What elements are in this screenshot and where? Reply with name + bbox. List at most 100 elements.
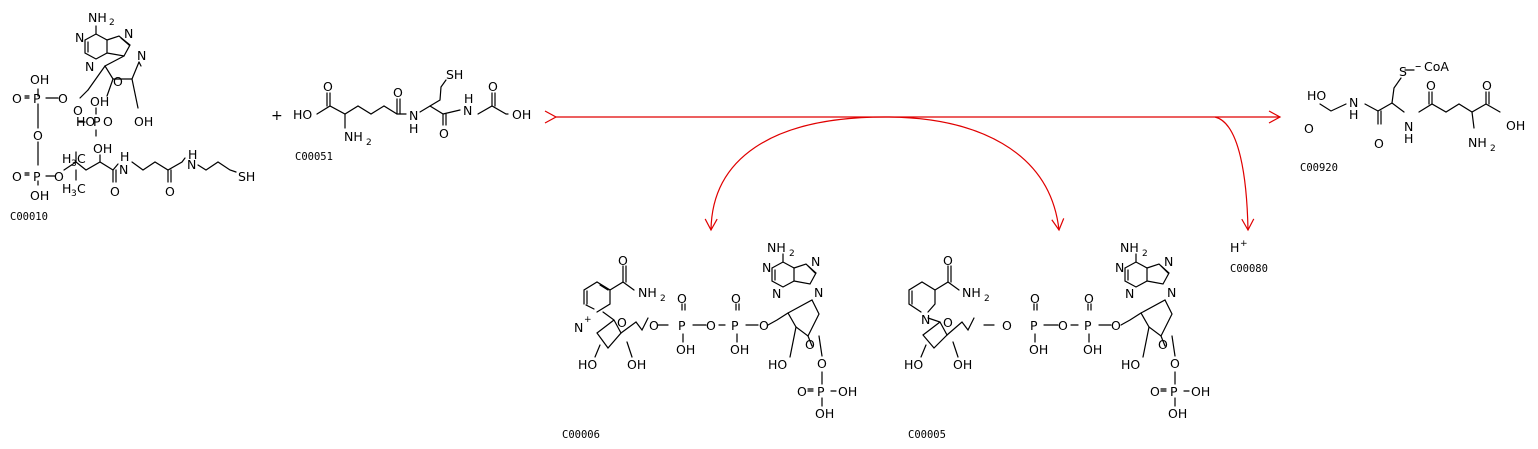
atom-label: 3 xyxy=(71,189,77,199)
atom-label: 2 xyxy=(1142,249,1148,259)
atom-label: NH xyxy=(962,285,981,300)
atom-label: N xyxy=(811,254,820,269)
proton-release-arc xyxy=(1214,116,1255,232)
atom-label: OH xyxy=(134,114,153,129)
atom-label: N xyxy=(1125,286,1134,301)
atom-label: H xyxy=(464,91,473,106)
atom-label: OH xyxy=(627,357,646,372)
atom-label: O xyxy=(1002,318,1012,333)
atom-label: NH xyxy=(88,10,107,25)
atom-label: N xyxy=(574,320,583,335)
cofactor-arc-to-nadp xyxy=(704,116,886,232)
compound-id-label: C00080 xyxy=(1230,263,1268,275)
compound-glutathione: HO O NH 2 O N H SH O H N O OH C00051 xyxy=(293,67,531,163)
atom-label: O xyxy=(1304,121,1314,136)
atom-label: OH xyxy=(93,141,112,156)
atom-label: O xyxy=(1084,291,1094,306)
atom-label: O xyxy=(1482,78,1492,93)
atom-label: N xyxy=(814,285,823,300)
atom-label: O xyxy=(1158,337,1168,352)
atom-label: O xyxy=(12,169,22,184)
atom-label: SH xyxy=(238,169,255,184)
atom-label: O xyxy=(677,291,687,306)
atom-label: OH xyxy=(1168,406,1187,421)
atom-label: HO xyxy=(904,357,923,372)
atom-label: HO xyxy=(1307,88,1326,103)
atom-label: O xyxy=(439,126,449,141)
atom-label: OH xyxy=(676,342,695,357)
atom-label: O xyxy=(1150,384,1160,399)
atom-label: O xyxy=(706,318,716,333)
atom-label: P xyxy=(1170,384,1178,399)
atom-label: O xyxy=(649,318,659,333)
atom-label: HO xyxy=(768,357,787,372)
atom-label: HO xyxy=(578,357,597,372)
atom-label: N xyxy=(137,48,146,63)
atom-label: P xyxy=(1084,318,1092,333)
atom-label: O xyxy=(731,291,741,306)
atom-label: S xyxy=(1399,64,1407,79)
atom-label: HO xyxy=(76,114,95,129)
atom-label: 2 xyxy=(789,249,795,259)
atom-label: O xyxy=(323,79,333,94)
atom-label: – xyxy=(1415,58,1421,73)
atom-label: NH xyxy=(1120,240,1139,255)
atom-label: O xyxy=(1111,318,1121,333)
atom-label: O xyxy=(1426,78,1436,93)
atom-label: OH xyxy=(1029,342,1048,357)
atom-label: O xyxy=(488,79,498,94)
atom-label: N xyxy=(1115,260,1124,275)
plus-sign: + xyxy=(271,108,283,124)
compound-s-glutathionyl-coa: S – CoA HO O N H O N H O O OH NH 2 C0092… xyxy=(1300,58,1525,174)
proton-formula: H xyxy=(1230,240,1239,255)
atom-label: OH xyxy=(815,406,834,421)
atom-label: NH xyxy=(638,285,657,300)
atom-label: HO xyxy=(1121,357,1140,372)
atom-label: O xyxy=(1374,136,1384,151)
atom-label: N xyxy=(124,26,133,41)
atom-label: N xyxy=(463,103,472,118)
atom-label: N xyxy=(1164,254,1173,269)
atom-label: O xyxy=(73,103,83,118)
atom-label: OH xyxy=(30,72,49,87)
atom-label: O xyxy=(113,74,123,89)
atom-label: O xyxy=(54,169,64,184)
atom-label: N xyxy=(409,108,418,123)
atom-label: O xyxy=(1030,291,1040,306)
atom-label: O xyxy=(943,253,953,268)
atom-label: N xyxy=(1404,119,1413,134)
atom-label: O xyxy=(797,384,807,399)
atom-label: N xyxy=(762,260,771,275)
atom-label: NH xyxy=(344,129,363,144)
atom-label: 2 xyxy=(1490,144,1496,154)
atom-label: O xyxy=(393,85,403,100)
atom-label: H xyxy=(409,121,418,136)
atom-label: CoA xyxy=(1424,59,1449,74)
atom-label: OH xyxy=(1191,384,1210,399)
atom-label: N xyxy=(75,30,84,45)
atom-label: N xyxy=(1167,285,1176,300)
atom-label: P xyxy=(817,384,825,399)
atom-label: N xyxy=(119,162,128,177)
atom-label: N xyxy=(85,59,94,74)
atom-label: OH xyxy=(1083,342,1102,357)
atom-label: N xyxy=(921,312,930,327)
compound-nadph: N O NH 2 O HO OH O P O OH O P O OH O O H… xyxy=(904,240,1210,441)
compound-coenzyme-a: NH 2 N N N N O OH P O O OH HO P O O OH O… xyxy=(10,10,255,223)
atom-label: OH xyxy=(730,342,749,357)
atom-label: O xyxy=(33,128,43,143)
atom-label: 2 xyxy=(366,138,372,148)
atom-label: H xyxy=(62,181,71,196)
cofactor-arc-to-nadph xyxy=(884,116,1065,232)
compound-id-label: C00010 xyxy=(10,211,48,223)
atom-label: H xyxy=(188,147,197,162)
atom-label: OH xyxy=(1506,118,1525,133)
atom-label: P xyxy=(33,169,41,184)
atom-label: O xyxy=(110,184,120,199)
compound-nadp-plus: N + O NH 2 O HO OH O P O OH O P O OH O O… xyxy=(562,240,857,441)
atom-label: O xyxy=(1170,356,1180,371)
atom-label: NH xyxy=(767,240,786,255)
atom-label: O xyxy=(759,318,769,333)
compound-id-label: C00006 xyxy=(562,429,600,441)
atom-label: OH xyxy=(512,107,531,122)
